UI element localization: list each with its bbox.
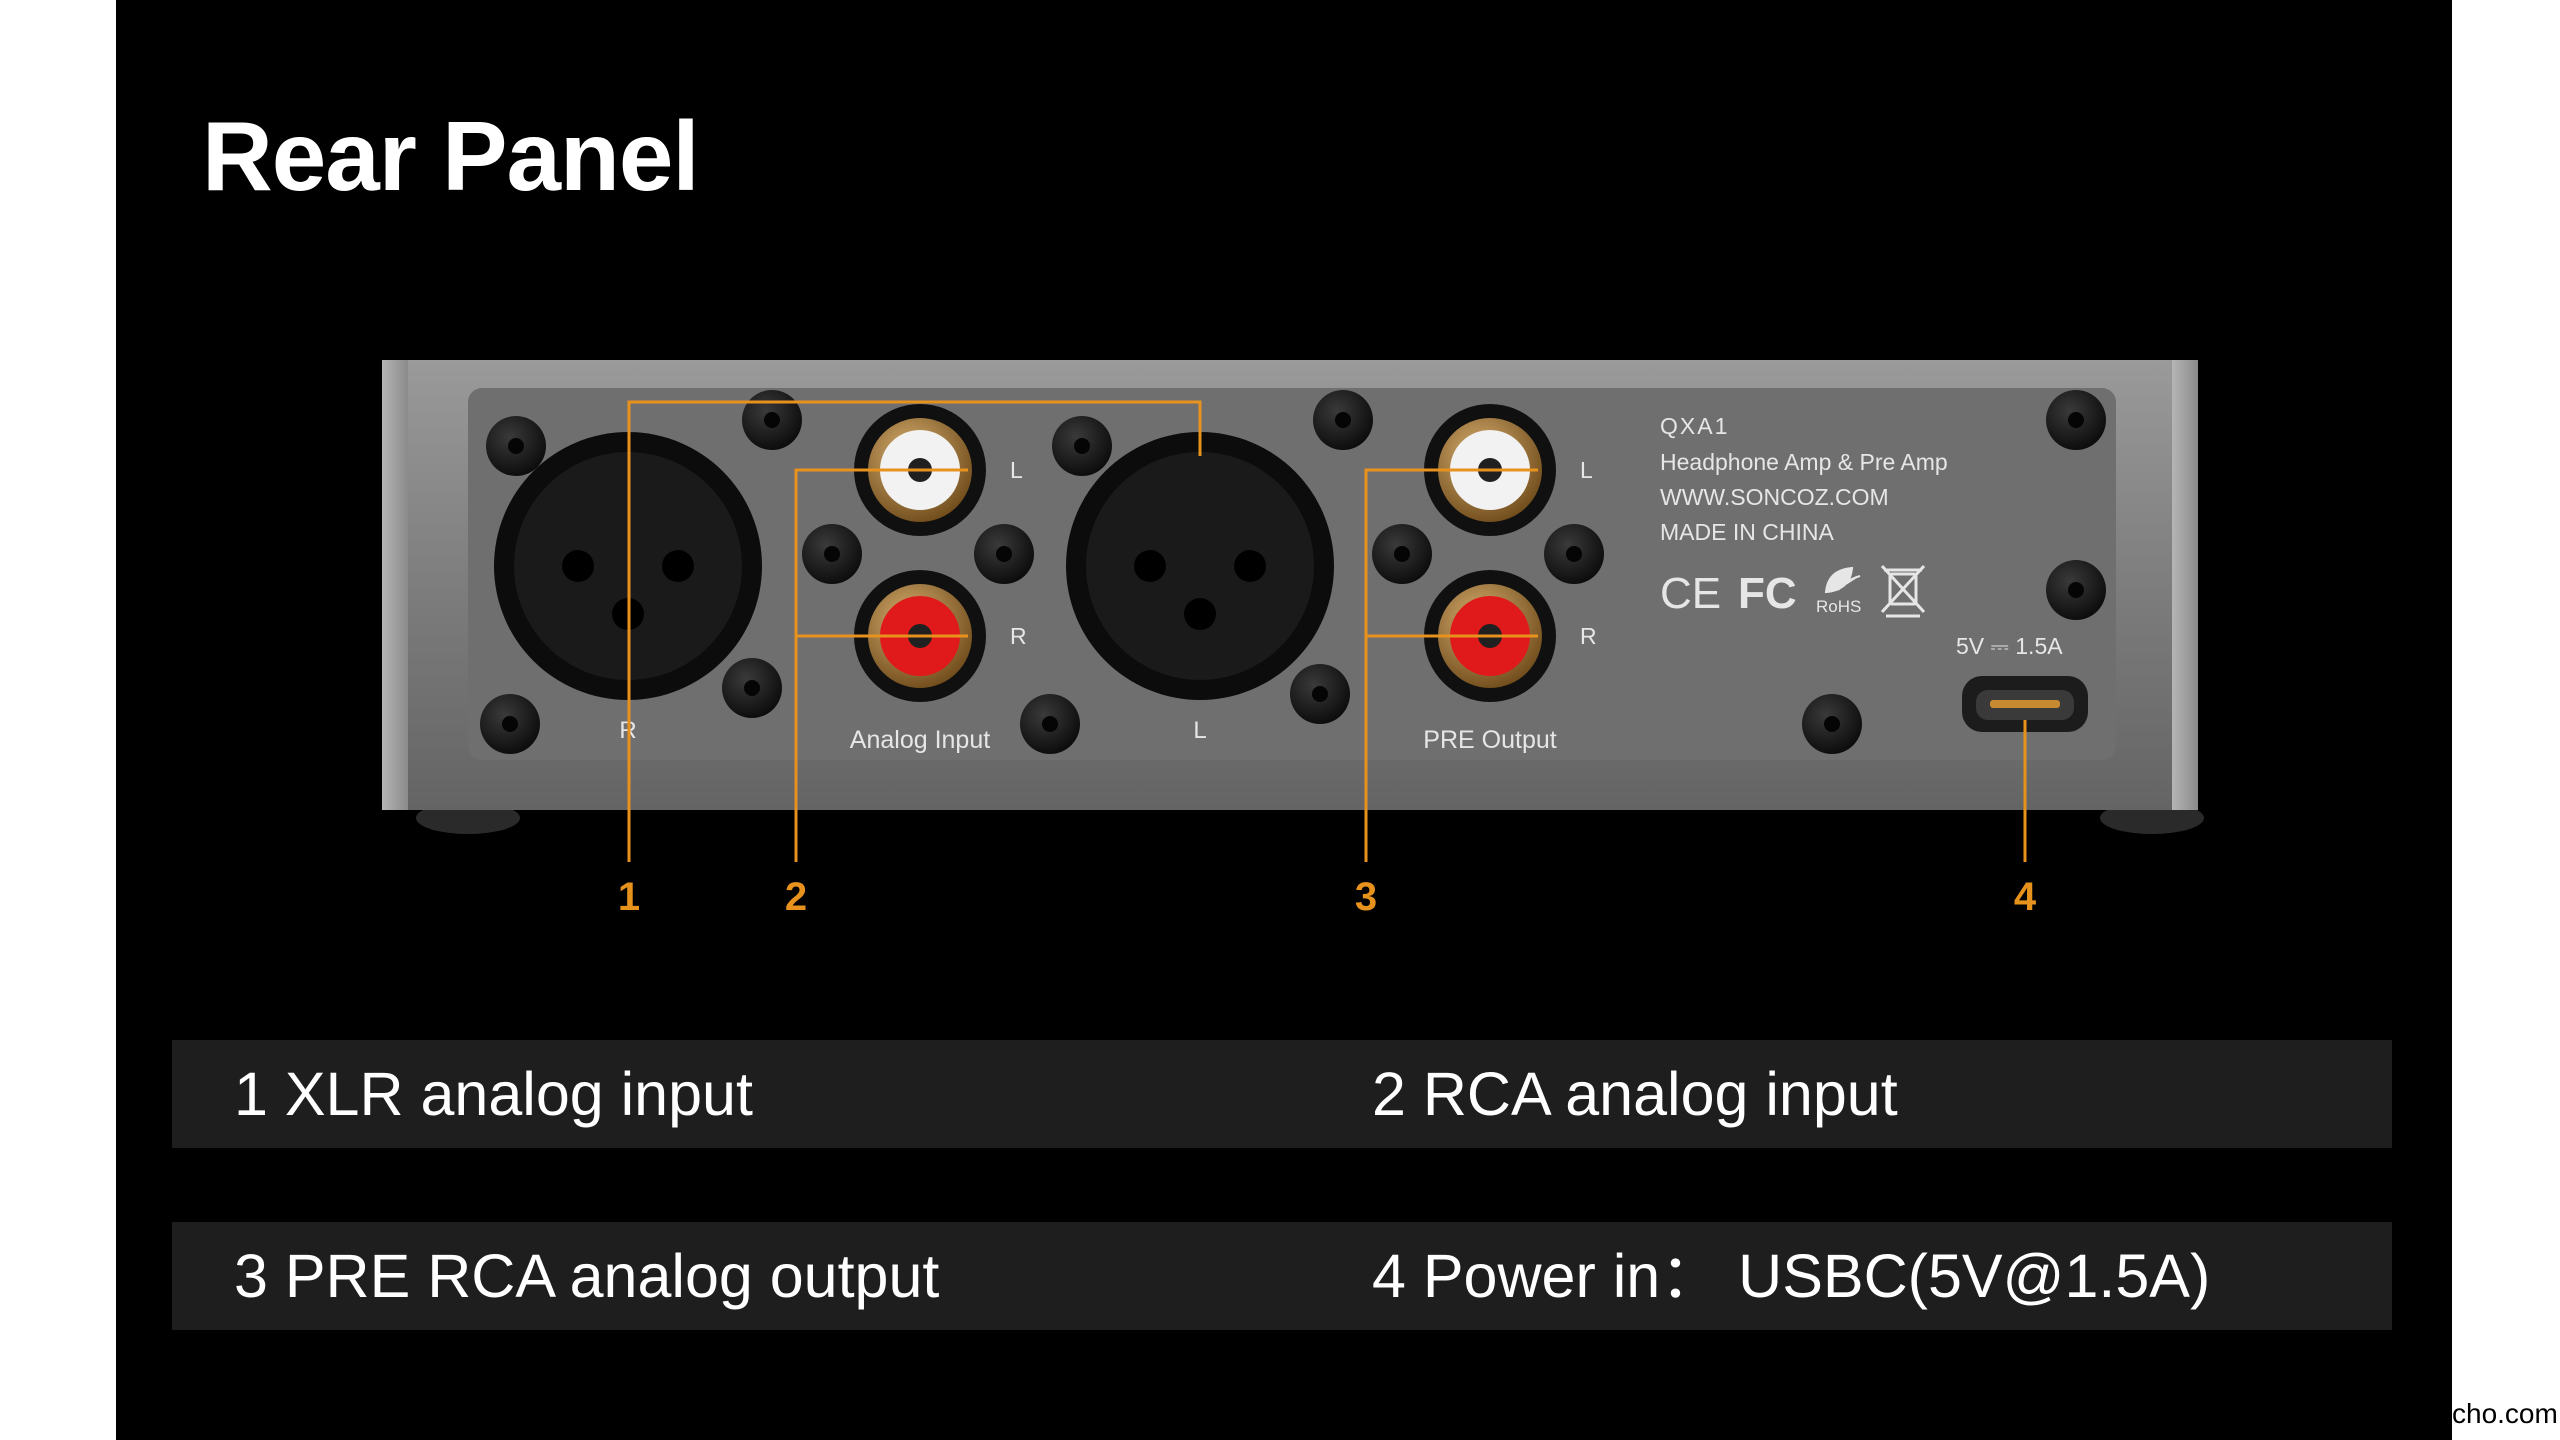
chassis-side-left: [382, 360, 408, 810]
origin-label: MADE IN CHINA: [1660, 519, 1834, 545]
rca-input-l-label: L: [1010, 457, 1023, 483]
rca-output-r-label: R: [1580, 623, 1597, 649]
rear-panel-illustration: R L Analog Input PRE Output L R L R QXA1…: [382, 360, 2204, 919]
feature-row-2: 3 PRE RCA analog output 4 Power in： USBC…: [172, 1222, 2392, 1330]
model-label: QXA1: [1660, 413, 1729, 439]
callout-2: 2: [785, 875, 807, 919]
feature-power-in: 4 Power in： USBC(5V@1.5A): [1372, 1242, 2211, 1310]
poster: Rear Panel: [116, 0, 2452, 1440]
rohs-leaf-icon: [1824, 566, 1861, 594]
usb-c-port: [1962, 676, 2088, 732]
feature-row-1: 1 XLR analog input 2 RCA analog input: [172, 1040, 2392, 1148]
rca-input-r-label: R: [1010, 623, 1027, 649]
chassis-side-right: [2172, 360, 2198, 810]
callout-4: 4: [2014, 875, 2037, 919]
callout-3: 3: [1355, 875, 1377, 919]
xlr-left-label: L: [1193, 717, 1206, 744]
rohs-mark: RoHS: [1816, 597, 1861, 616]
callout-2-line: [794, 468, 968, 862]
feature-xlr-input: 1 XLR analog input: [234, 1060, 753, 1128]
feature-rca-input: 2 RCA analog input: [1372, 1060, 1898, 1128]
watermark-text: cho.com: [2452, 1398, 2558, 1429]
website-label: WWW.SONCOZ.COM: [1660, 484, 1889, 510]
callout-1: 1: [618, 875, 640, 919]
xlr-left-connector: [1066, 432, 1334, 700]
weee-bin-icon: [1880, 564, 1926, 618]
analog-input-label: Analog Input: [850, 726, 990, 754]
ce-mark: CE: [1660, 569, 1721, 618]
usb-rating-label: 5V ⎓ 1.5A: [1956, 633, 2063, 659]
page-title: Rear Panel: [202, 101, 700, 211]
rca-output-l-label: L: [1580, 457, 1593, 483]
product-line-label: Headphone Amp & Pre Amp: [1660, 449, 1948, 475]
feature-pre-output: 3 PRE RCA analog output: [234, 1242, 940, 1310]
pre-output-label: PRE Output: [1423, 726, 1556, 754]
callout-3-line: [1364, 468, 1538, 862]
callout-1-line: [627, 400, 1202, 456]
screw-slots: [502, 412, 2084, 732]
fcc-mark: FC: [1738, 569, 1797, 618]
